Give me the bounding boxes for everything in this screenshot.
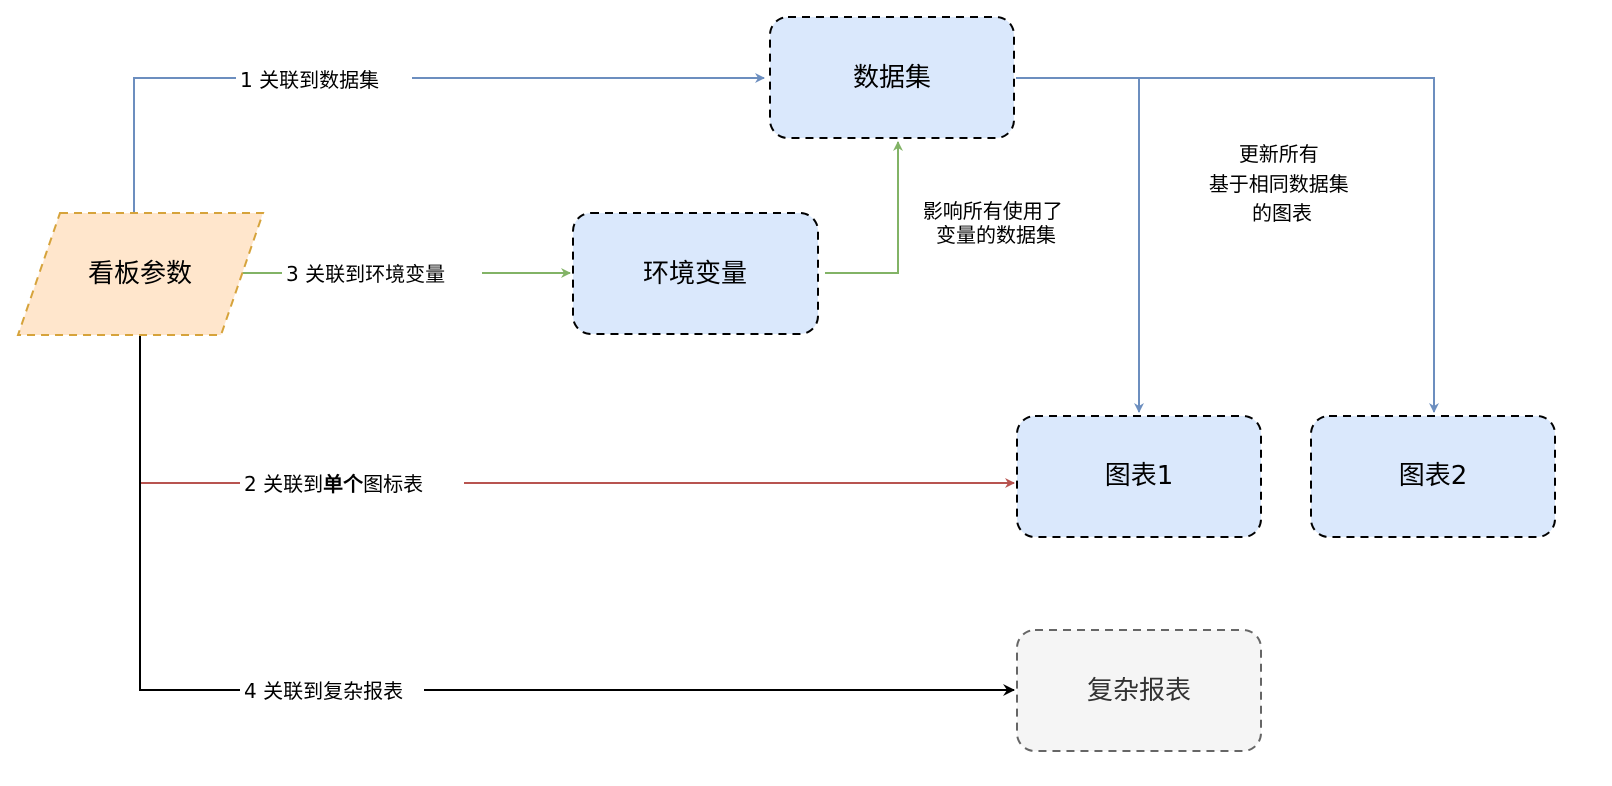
node-chart1[interactable]: 图表1	[1016, 415, 1262, 538]
node-label-complex-report: 复杂报表	[1087, 676, 1191, 706]
edge-label-link-dataset: 1 关联到数据集	[240, 68, 379, 92]
edge-link-complex-report[interactable]: 4 关联到复杂报表	[139, 336, 1015, 703]
note-dataset-effect: 更新所有 基于相同数据集 的图表	[1209, 142, 1355, 225]
note-env-effect: 影响所有使用了 变量的数据集	[923, 199, 1069, 247]
edge-label-link-env-vars: 3 关联到环境变量	[286, 262, 445, 286]
node-label-chart1: 图表1	[1105, 461, 1174, 491]
edge-dataset-to-charts[interactable]	[1016, 77, 1439, 413]
node-complex-report[interactable]: 复杂报表	[1016, 629, 1262, 752]
node-dataset[interactable]: 数据集	[769, 16, 1015, 139]
edge-env-to-dataset[interactable]	[825, 141, 903, 274]
edge-label-link-complex-report: 4 关联到复杂报表	[244, 679, 403, 703]
edge-link-env-vars[interactable]: 3 关联到环境变量	[242, 260, 571, 286]
node-chart2[interactable]: 图表2	[1310, 415, 1556, 538]
node-label-dashboard-params: 看板参数	[88, 259, 192, 289]
node-env-vars[interactable]: 环境变量	[572, 212, 819, 335]
edge-label-link-single-chart: 2 关联到单个图标表	[244, 472, 423, 496]
edge-link-single-chart[interactable]: 2 关联到单个图标表	[139, 336, 1015, 496]
node-label-dataset: 数据集	[853, 63, 931, 93]
node-label-env-vars: 环境变量	[643, 259, 747, 289]
edge-link-dataset[interactable]: 1 关联到数据集	[133, 66, 765, 212]
node-dashboard-params[interactable]: 看板参数	[16, 212, 265, 336]
node-label-chart2: 图表2	[1399, 461, 1468, 491]
